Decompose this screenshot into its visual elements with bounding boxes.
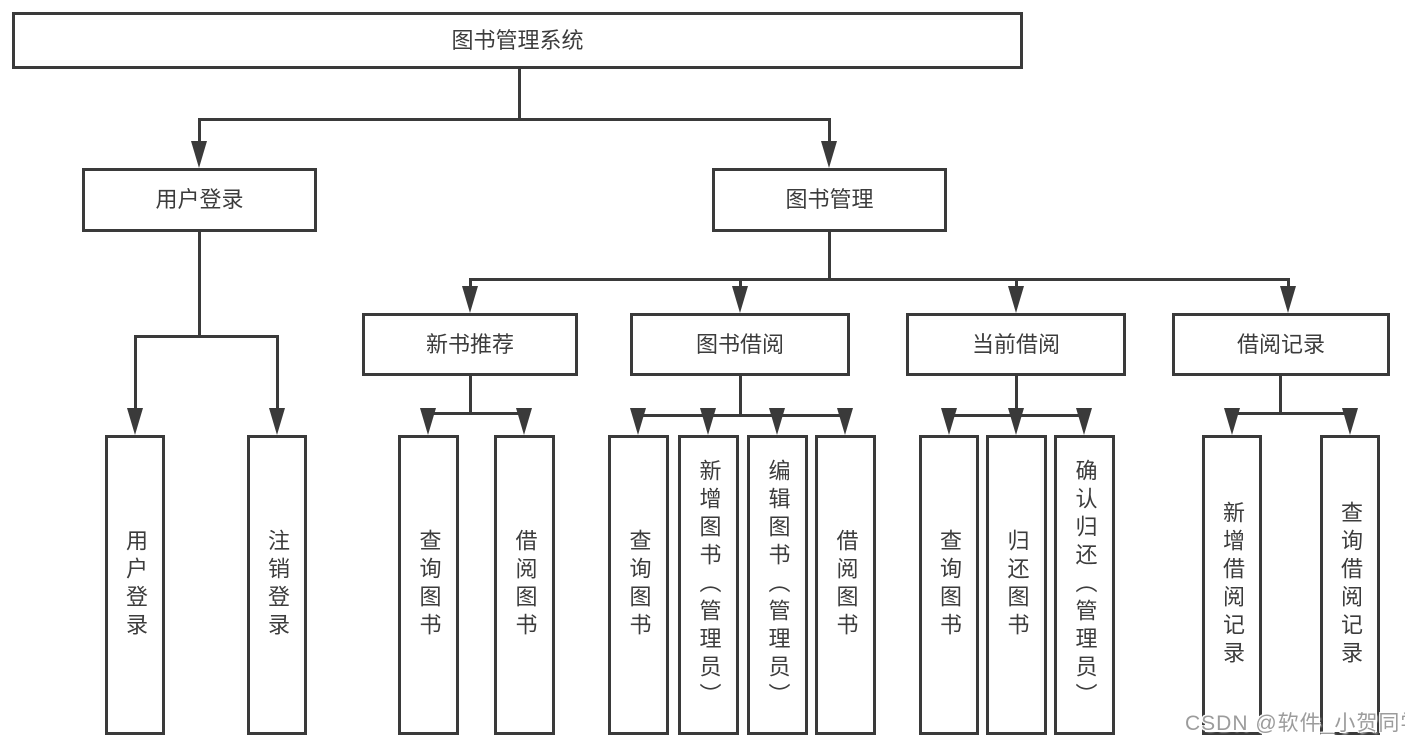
node-current-borrowing: 当前借阅: [906, 313, 1126, 376]
connector-userlogin-drop-2: [276, 335, 279, 410]
arrow-down-icon: [420, 408, 436, 435]
node-leaf-confirm-return-admin: 确认归还（管理员）: [1054, 435, 1115, 735]
node-label: 用户登录: [155, 187, 244, 212]
node-label: 查询图书: [937, 529, 962, 641]
connector-root-drop-right: [828, 118, 831, 144]
node-label: 确认归还（管理员）: [1072, 459, 1098, 711]
node-label: 查询借阅记录: [1338, 501, 1363, 669]
arrow-down-icon: [191, 141, 207, 168]
connector-borrowrecords-stem: [1279, 376, 1282, 414]
arrow-down-icon: [1076, 408, 1092, 435]
arrow-down-icon: [941, 408, 957, 435]
connector-bookborrow-bar: [637, 414, 847, 417]
node-leaf-borrow-book-rec: 借阅图书: [494, 435, 555, 735]
node-library-management-system: 图书管理系统: [12, 12, 1023, 69]
connector-userlogin-bar: [134, 335, 279, 338]
node-leaf-query-borrow-record: 查询借阅记录: [1320, 435, 1380, 735]
connector-bookmgmt-drop-1: [469, 278, 472, 289]
arrow-down-icon: [516, 408, 532, 435]
connector-root-stem: [518, 68, 521, 120]
node-book-borrowing: 图书借阅: [630, 313, 850, 376]
node-leaf-query-book-rec: 查询图书: [398, 435, 459, 735]
node-label: 用户登录: [123, 529, 148, 641]
arrow-down-icon: [1342, 408, 1358, 435]
node-new-book-recommend: 新书推荐: [362, 313, 578, 376]
connector-newbookrec-stem: [469, 376, 472, 414]
node-label: 新增借阅记录: [1220, 501, 1245, 669]
arrow-down-icon: [821, 141, 837, 168]
arrow-down-icon: [1224, 408, 1240, 435]
connector-userlogin-drop-1: [134, 335, 137, 410]
node-label: 图书管理: [785, 187, 874, 212]
node-label: 查询图书: [416, 529, 442, 641]
node-borrow-records: 借阅记录: [1172, 313, 1390, 376]
arrow-down-icon: [127, 408, 143, 435]
node-label: 借阅图书: [833, 529, 859, 641]
node-label: 注销登录: [265, 529, 290, 641]
node-label: 借阅记录: [1236, 331, 1325, 357]
connector-bookmgmt-stem: [828, 232, 831, 278]
node-leaf-edit-book-admin: 编辑图书（管理员）: [747, 435, 808, 735]
node-label: 编辑图书（管理员）: [765, 459, 791, 711]
arrow-down-icon: [700, 408, 716, 435]
node-leaf-return-book: 归还图书: [986, 435, 1047, 735]
connector-bookmgmt-drop-4: [1287, 278, 1290, 289]
connector-root-bar: [198, 118, 831, 121]
node-label: 归还图书: [1004, 529, 1030, 641]
arrow-down-icon: [462, 286, 478, 313]
node-leaf-add-book-admin: 新增图书（管理员）: [678, 435, 739, 735]
arrow-down-icon: [769, 408, 785, 435]
connector-bookmgmt-drop-3: [1015, 278, 1018, 289]
connector-userlogin-stem: [198, 232, 201, 335]
arrow-down-icon: [630, 408, 646, 435]
node-leaf-query-book-cb: 查询图书: [919, 435, 979, 735]
node-label: 当前借阅: [971, 331, 1060, 357]
node-label: 查询图书: [626, 529, 652, 641]
arrow-down-icon: [269, 408, 285, 435]
connector-newbookrec-bar: [427, 412, 526, 415]
node-label: 新书推荐: [425, 331, 514, 357]
arrow-down-icon: [1008, 286, 1024, 313]
node-book-management: 图书管理: [712, 168, 947, 232]
arrow-down-icon: [837, 408, 853, 435]
connector-bookborrow-stem: [739, 376, 742, 416]
connector-borrowrecords-bar: [1231, 412, 1352, 415]
connector-currentborrow-stem: [1015, 376, 1018, 416]
connector-root-drop-left: [198, 118, 201, 144]
arrow-down-icon: [1280, 286, 1296, 313]
node-leaf-borrow-book-bb: 借阅图书: [815, 435, 876, 735]
node-label: 图书借阅: [695, 331, 784, 357]
node-leaf-query-book-bb: 查询图书: [608, 435, 669, 735]
node-label: 借阅图书: [512, 529, 538, 641]
connector-bookmgmt-bar: [469, 278, 1290, 281]
connector-bookmgmt-drop-2: [739, 278, 742, 289]
node-leaf-add-borrow-record: 新增借阅记录: [1202, 435, 1262, 735]
node-leaf-logout: 注销登录: [247, 435, 307, 735]
csdn-watermark: CSDN @软件_小贺同学: [1185, 712, 1405, 735]
arrow-down-icon: [732, 286, 748, 313]
node-label: 新增图书（管理员）: [696, 459, 722, 711]
arrow-down-icon: [1008, 408, 1024, 435]
node-label: 图书管理系统: [451, 27, 584, 53]
node-leaf-user-login: 用户登录: [105, 435, 165, 735]
node-user-login: 用户登录: [82, 168, 317, 232]
